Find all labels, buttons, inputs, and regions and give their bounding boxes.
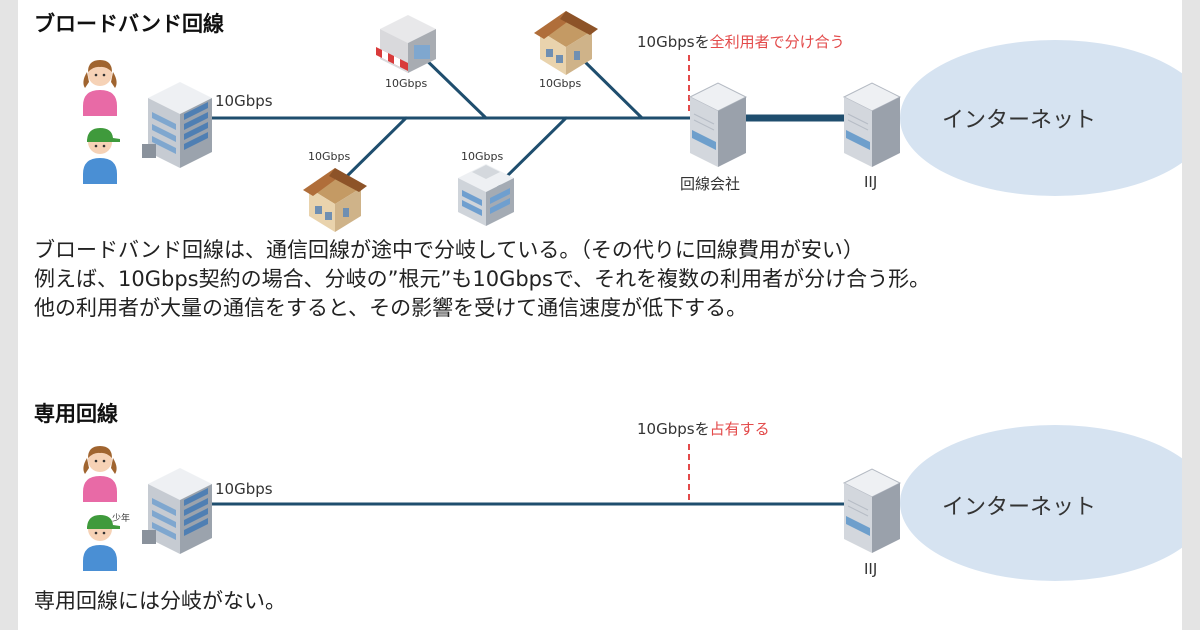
female-person-icon (83, 60, 117, 116)
internet-cloud (900, 40, 1182, 196)
trunk-speed-label: 10Gbps (215, 92, 273, 110)
broadband-description: ブロードバンド回線は、通信回線が途中で分岐している。（その代りに回線費用が安い）… (34, 236, 930, 323)
shop-icon (376, 15, 436, 73)
house-speed-label: 10Gbps (539, 77, 582, 90)
iij-server-icon-dedicated (843, 468, 901, 554)
own-note-highlight: 占有する (709, 420, 770, 438)
share-note: 10Gbpsを全利用者で分け合う (637, 31, 845, 52)
customer-building-icon-dedicated (142, 468, 212, 554)
internet-label-dedicated: インターネット (942, 495, 1097, 520)
person-tag: 少年 (112, 514, 131, 524)
dedicated-description: 専用回線には分岐がない。 (34, 589, 286, 613)
branch-line-shop (416, 50, 488, 120)
share-note-prefix: 10Gbpsを (637, 33, 710, 51)
internet-label: インターネット (942, 108, 1097, 133)
isp-server-icon (689, 82, 747, 168)
iij-label: IIJ (864, 173, 878, 191)
branch-line-office-small (496, 116, 568, 187)
own-note-prefix: 10Gbpsを (637, 420, 710, 438)
house-icon-2 (303, 168, 367, 232)
broadband-lines (209, 50, 857, 187)
broadband-clouds (900, 40, 1182, 196)
dedicated-title: 専用回線 (34, 402, 118, 426)
female-person-icon-dedicated (83, 446, 117, 502)
branch-line-house-bottom (336, 116, 408, 187)
description-line-1: ブロードバンド回線は、通信回線が途中で分岐している。（その代りに回線費用が安い） (34, 238, 864, 262)
house2-speed-label: 10Gbps (308, 150, 351, 163)
iij-server-icon (843, 82, 901, 168)
shop-speed-label: 10Gbps (385, 77, 428, 90)
isp-label: 回線会社 (680, 175, 741, 193)
iij-label-dedicated: IIJ (864, 560, 878, 578)
dedicated-speed-label: 10Gbps (215, 480, 273, 498)
description-line-2: 例えば、10Gbps契約の場合、分岐の”根元”も10Gbpsで、それを複数の利用… (34, 267, 931, 291)
customer-building-icon (142, 82, 212, 168)
content-panel: ブロードバンド回線 10Gbps 10Gbps 10Gbps 10Gbps 10… (18, 0, 1182, 630)
office-building-icon (458, 164, 514, 226)
own-note: 10Gbpsを占有する (637, 418, 770, 439)
share-note-highlight: 全利用者で分け合う (709, 33, 845, 51)
male-person-icon (83, 128, 120, 184)
branch-line-house-top (576, 53, 644, 120)
office-speed-label: 10Gbps (461, 150, 504, 163)
internet-cloud-dedicated (900, 425, 1182, 581)
description-line-3: 他の利用者が大量の通信をすると、その影響を受けて通信速度が低下する。 (34, 296, 748, 320)
broadband-title: ブロードバンド回線 (34, 12, 225, 36)
network-diagram (83, 11, 1182, 581)
